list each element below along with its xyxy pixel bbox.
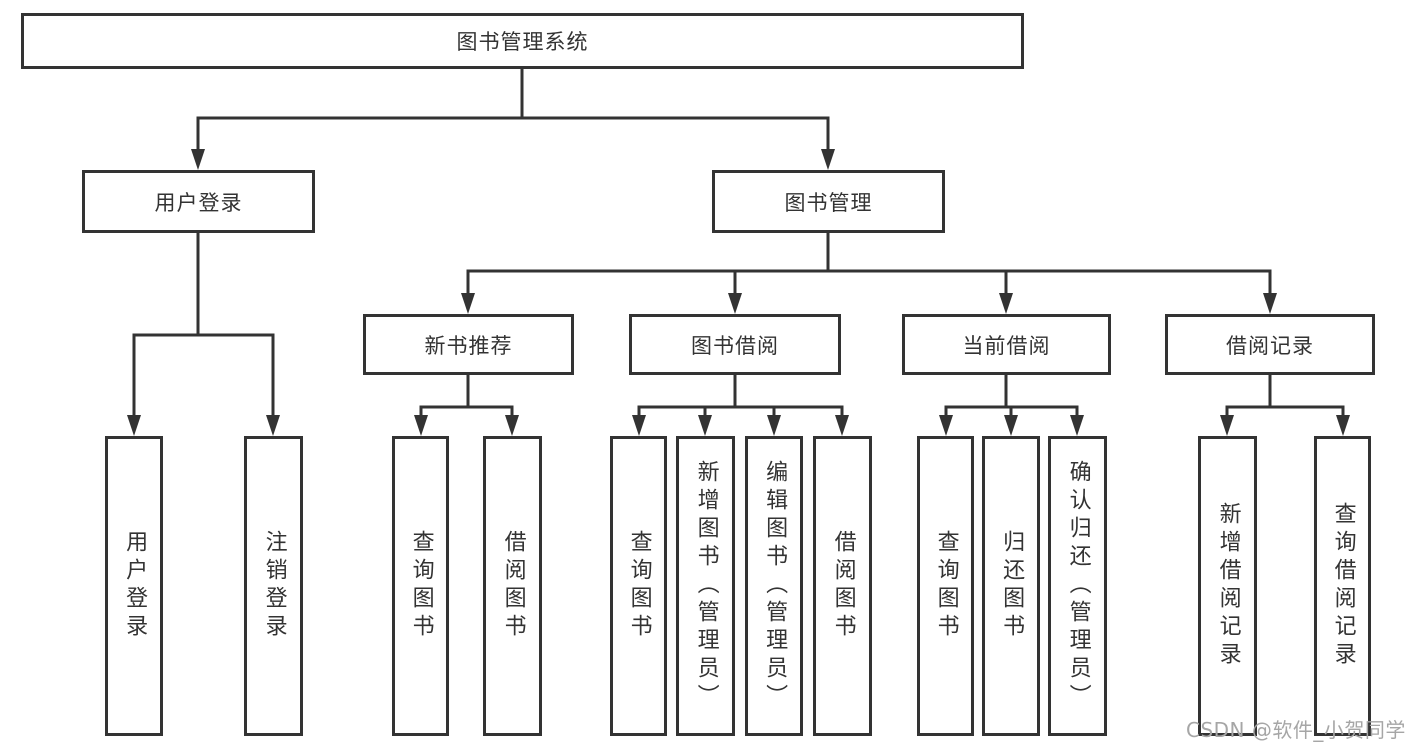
node-book-borrow-label: 图书借阅 xyxy=(691,333,779,358)
leaf-logout: 注销登录 xyxy=(244,436,303,736)
node-current-borrow-label: 当前借阅 xyxy=(962,333,1051,358)
leaf-edit-books-admin-label: 编辑图书（管理员） xyxy=(762,460,788,712)
node-book-management-label: 图书管理 xyxy=(784,190,873,215)
node-borrow-records: 借阅记录 xyxy=(1165,314,1375,375)
leaf-confirm-return-admin-label: 确认归还（管理员） xyxy=(1065,460,1091,712)
leaf-query-books-current-label: 查询图书 xyxy=(933,530,959,642)
leaf-add-books-admin: 新增图书（管理员） xyxy=(676,436,735,736)
leaf-query-borrow-record-label: 查询借阅记录 xyxy=(1330,502,1356,670)
node-new-book-recommend-label: 新书推荐 xyxy=(424,333,513,358)
leaf-return-books-label: 归还图书 xyxy=(999,530,1025,642)
node-book-management: 图书管理 xyxy=(712,170,945,233)
leaf-confirm-return-admin: 确认归还（管理员） xyxy=(1048,436,1107,736)
node-current-borrow: 当前借阅 xyxy=(902,314,1111,375)
leaf-query-books-current: 查询图书 xyxy=(917,436,974,736)
leaf-add-books-admin-label: 新增图书（管理员） xyxy=(693,460,719,712)
node-new-book-recommend: 新书推荐 xyxy=(363,314,574,375)
node-user-login: 用户登录 xyxy=(82,170,315,233)
leaf-borrow-books: 借阅图书 xyxy=(813,436,872,736)
leaf-query-books-borrow: 查询图书 xyxy=(610,436,667,736)
csdn-watermark: CSDN @软件_小贺同学 xyxy=(1186,718,1405,742)
leaf-add-borrow-record-label: 新增借阅记录 xyxy=(1215,502,1241,670)
node-user-login-label: 用户登录 xyxy=(154,190,243,215)
leaf-query-borrow-record: 查询借阅记录 xyxy=(1314,436,1371,736)
leaf-query-books-borrow-label: 查询图书 xyxy=(626,530,652,642)
leaf-user-login: 用户登录 xyxy=(105,436,163,736)
leaf-query-books-recommend: 查询图书 xyxy=(392,436,449,736)
leaf-borrow-books-recommend: 借阅图书 xyxy=(483,436,542,736)
leaf-borrow-books-label: 借阅图书 xyxy=(830,530,856,642)
leaf-query-books-recommend-label: 查询图书 xyxy=(408,530,434,642)
leaf-add-borrow-record: 新增借阅记录 xyxy=(1198,436,1257,736)
leaf-user-login-label: 用户登录 xyxy=(122,530,148,642)
node-root: 图书管理系统 xyxy=(21,13,1024,69)
node-book-borrow: 图书借阅 xyxy=(629,314,841,375)
node-root-label: 图书管理系统 xyxy=(456,30,589,54)
leaf-edit-books-admin: 编辑图书（管理员） xyxy=(745,436,803,736)
leaf-borrow-books-recommend-label: 借阅图书 xyxy=(500,530,526,642)
node-borrow-records-label: 借阅记录 xyxy=(1226,333,1314,358)
leaf-logout-label: 注销登录 xyxy=(261,530,287,642)
leaf-return-books: 归还图书 xyxy=(982,436,1040,736)
